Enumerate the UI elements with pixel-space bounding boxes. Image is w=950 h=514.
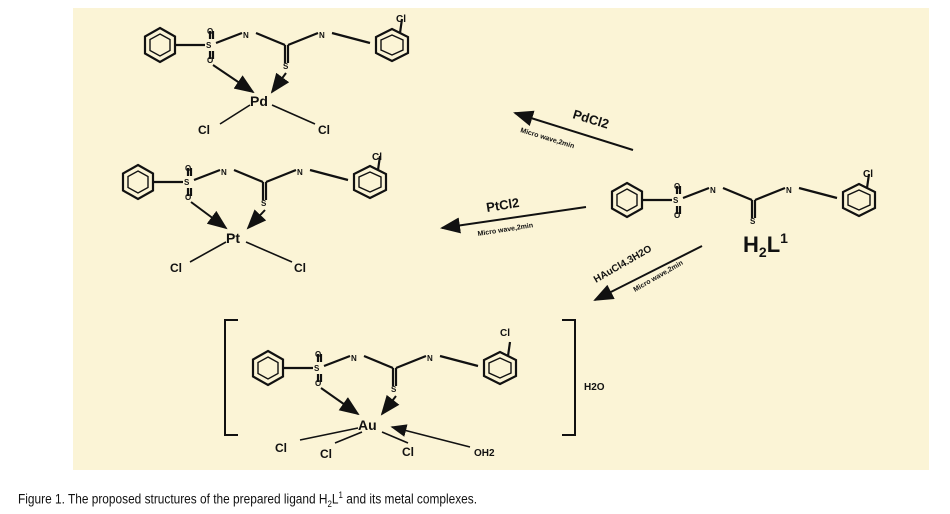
svg-text:O: O (185, 164, 191, 173)
svg-text:S: S (283, 62, 289, 71)
svg-text:N: N (427, 354, 433, 363)
svg-text:O: O (674, 211, 680, 220)
svg-text:Cl: Cl (372, 152, 382, 163)
svg-text:N: N (351, 354, 357, 363)
svg-text:Cl: Cl (170, 261, 182, 275)
svg-text:Cl: Cl (320, 447, 332, 461)
figure-caption: Figure 1. The proposed structures of the… (18, 490, 478, 510)
au-atom: Au (358, 417, 377, 433)
svg-text:Cl: Cl (198, 123, 210, 137)
left-bracket (224, 319, 238, 436)
right-bracket (562, 319, 576, 436)
svg-text:N: N (786, 186, 792, 195)
svg-text:O: O (674, 182, 680, 191)
svg-text:OH2: OH2 (474, 448, 495, 459)
svg-text:Cl: Cl (402, 445, 414, 459)
pt-atom: Pt (226, 230, 240, 246)
figure-background (73, 8, 929, 470)
svg-text:N: N (243, 31, 249, 40)
svg-text:Cl: Cl (294, 261, 306, 275)
svg-text:O: O (315, 379, 321, 388)
svg-text:N: N (297, 168, 303, 177)
water-label: H2O (584, 382, 605, 393)
svg-text:Cl: Cl (275, 441, 287, 455)
pd-atom: Pd (250, 93, 268, 109)
svg-text:S: S (261, 199, 267, 208)
svg-text:O: O (207, 56, 213, 65)
svg-text:Cl: Cl (396, 14, 406, 25)
svg-text:S: S (206, 41, 212, 50)
svg-text:O: O (207, 27, 213, 36)
svg-text:S: S (673, 196, 679, 205)
ligand-label: H2L1 (743, 230, 788, 260)
svg-text:Cl: Cl (863, 169, 873, 180)
svg-text:N: N (221, 168, 227, 177)
svg-text:N: N (710, 186, 716, 195)
svg-text:S: S (184, 178, 190, 187)
svg-text:Cl: Cl (500, 328, 510, 339)
svg-text:PtCl2: PtCl2 (485, 195, 520, 215)
svg-text:O: O (315, 350, 321, 359)
svg-text:Cl: Cl (318, 123, 330, 137)
svg-text:N: N (319, 31, 325, 40)
svg-text:O: O (185, 193, 191, 202)
svg-text:S: S (391, 385, 397, 394)
svg-text:S: S (314, 364, 320, 373)
svg-text:S: S (750, 217, 756, 226)
